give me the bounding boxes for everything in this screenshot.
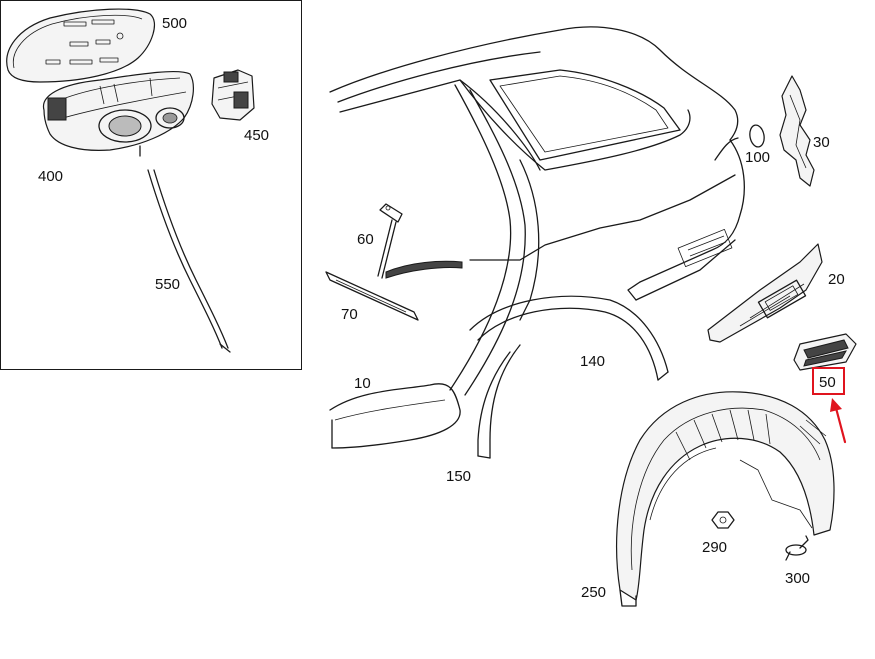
rod-bracket-part[interactable] <box>377 203 403 279</box>
callout-500: 500 <box>162 15 187 32</box>
arch-trim-part[interactable] <box>477 344 521 459</box>
callout-70: 70 <box>341 306 358 323</box>
callout-140: 140 <box>580 353 605 370</box>
fuel-flap-cover-part[interactable] <box>6 8 155 83</box>
fuel-door-actuator-part[interactable] <box>211 69 255 121</box>
drain-hose-part[interactable] <box>147 169 231 353</box>
callout-250: 250 <box>581 584 606 601</box>
wheel-well-liner-part[interactable] <box>616 391 835 607</box>
trim-strip-part[interactable] <box>325 260 463 321</box>
callout-10: 10 <box>354 375 371 392</box>
callout-290: 290 <box>702 539 727 556</box>
callout-60: 60 <box>357 231 374 248</box>
reinforcement-bracket-part[interactable] <box>779 75 815 187</box>
callout-300: 300 <box>785 570 810 587</box>
wheel-arch-part[interactable] <box>469 295 669 381</box>
callout-30: 30 <box>813 134 830 151</box>
clip-part[interactable] <box>785 535 809 561</box>
nut-part[interactable] <box>711 511 735 529</box>
callout-400: 400 <box>38 168 63 185</box>
callout-20: 20 <box>828 271 845 288</box>
callout-450: 450 <box>244 127 269 144</box>
callout-150: 150 <box>446 468 471 485</box>
inset-frame <box>0 0 302 370</box>
grommet-plug-part[interactable] <box>748 124 766 148</box>
callout-550: 550 <box>155 276 180 293</box>
fuel-filler-housing-part[interactable] <box>42 70 194 157</box>
callout-100: 100 <box>745 149 770 166</box>
highlight-box-50 <box>812 367 845 395</box>
vent-frame-bracket-part[interactable] <box>707 243 823 343</box>
callout-50: 50 <box>819 374 836 391</box>
air-vent-grille-part[interactable] <box>793 333 857 371</box>
highlight-arrow-icon <box>830 398 847 444</box>
